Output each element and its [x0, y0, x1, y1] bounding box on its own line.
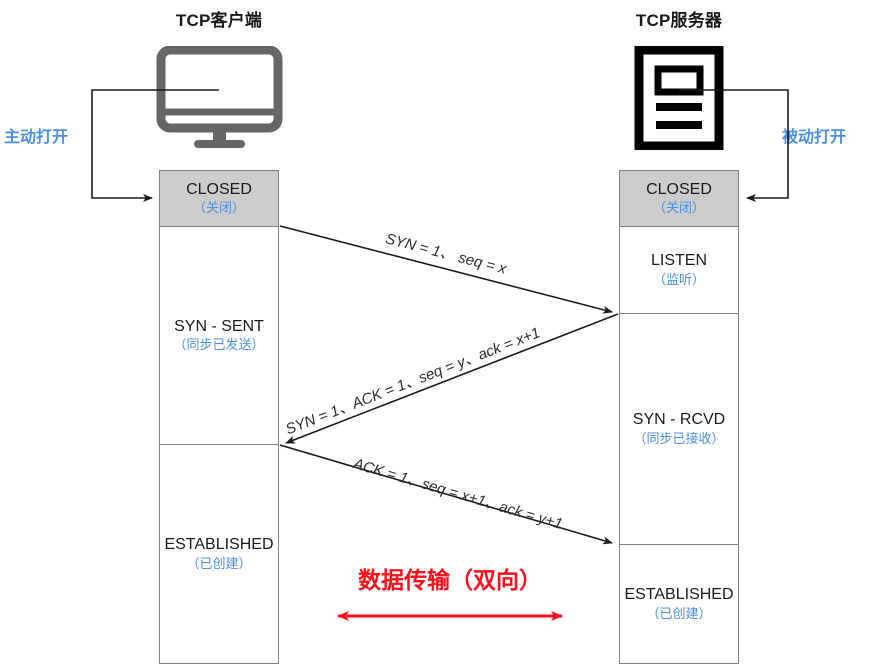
- state-name: ESTABLISHED: [624, 586, 734, 604]
- server-state-listen: LISTEN （监听）: [619, 226, 739, 314]
- server-device-icon: [634, 45, 724, 151]
- state-name: CLOSED: [646, 180, 712, 198]
- state-name: LISTEN: [650, 252, 707, 270]
- data-transfer-label: 数据传输（双向）: [358, 567, 542, 593]
- message-label-ack: ACK = 1、seq = x+1、ack = y+1: [351, 455, 565, 533]
- message-arrow-ack: [279, 444, 613, 545]
- passive-open-connector: [679, 89, 789, 202]
- passive-open-label: 被动打开: [782, 129, 847, 146]
- server-state-closed: CLOSED （关闭）: [619, 170, 739, 227]
- state-name-cn: （已创建）: [646, 605, 712, 621]
- message-label-syn: SYN = 1、 seq = x: [383, 230, 509, 278]
- state-name-cn: （已创建）: [186, 555, 252, 571]
- active-open-label: 主动打开: [4, 129, 69, 146]
- active-open-connector: [91, 89, 219, 202]
- message-label-syn-ack: SYN = 1、ACK = 1、seq = y、ack = x+1: [283, 324, 543, 439]
- server-state-established: ESTABLISHED （已创建）: [619, 544, 739, 664]
- client-monitor-icon: [156, 45, 283, 150]
- client-column-title: TCP客户端: [175, 11, 263, 30]
- server-column-title: TCP服务器: [635, 11, 723, 30]
- client-state-closed: CLOSED （关闭）: [159, 170, 279, 227]
- state-name-cn: （关闭）: [652, 200, 705, 216]
- client-state-established: ESTABLISHED （已创建）: [159, 444, 279, 664]
- state-name: CLOSED: [186, 180, 252, 198]
- state-name-cn: （关闭）: [192, 200, 245, 216]
- state-name-cn: （同步已接收）: [633, 430, 725, 446]
- state-name-cn: （监听）: [652, 271, 705, 287]
- state-name: SYN - SENT: [174, 317, 264, 335]
- message-arrow-syn-ack: [285, 313, 619, 444]
- message-arrow-syn: [279, 225, 613, 314]
- state-name: ESTABLISHED: [164, 536, 274, 554]
- server-state-syn-rcvd: SYN - RCVD （同步已接收）: [619, 313, 739, 545]
- state-name-cn: （同步已发送）: [173, 337, 265, 353]
- state-name: SYN - RCVD: [632, 411, 726, 429]
- client-state-syn-sent: SYN - SENT （同步已发送）: [159, 226, 279, 445]
